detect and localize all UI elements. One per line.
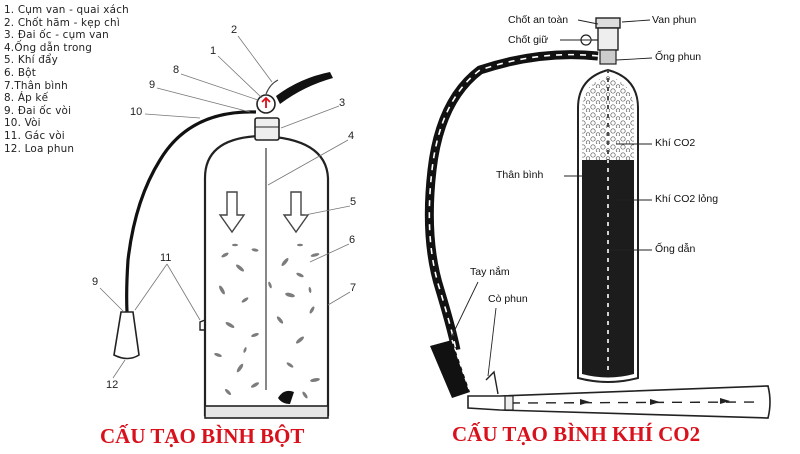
powder-extinguisher-drawing (99, 35, 351, 419)
legend-item: 10. Vòi (4, 117, 41, 130)
callout-number: 9 (92, 276, 99, 288)
label-spray-valve: Van phun (652, 14, 697, 26)
label-retaining-pin: Chốt giữ (508, 34, 549, 46)
label-co2-gas: Khí CO2 (655, 137, 696, 149)
legend-item: 3. Đai ốc - cụm van (4, 29, 109, 42)
callout-number: 5 (350, 196, 357, 208)
legend-item: 9. Đai ốc vòi (4, 104, 72, 117)
co2-extinguisher-drawing (424, 17, 771, 419)
legend-item: 8. Áp kế (4, 92, 49, 105)
callout-number: 8 (173, 64, 180, 76)
label-safety-pin: Chốt an toàn (508, 14, 569, 26)
callout-number: 4 (348, 130, 355, 142)
legend-item: 11. Gác vòi (4, 129, 65, 142)
co2-title: CẤU TẠO BÌNH KHÍ CO2 (452, 422, 701, 446)
callout-number: 7 (350, 282, 357, 294)
callout-number: 9 (149, 79, 156, 91)
legend-item: 7.Thân bình (4, 79, 68, 92)
legend-item: 12. Loa phun (4, 142, 75, 155)
legend-item: 6. Bột (4, 66, 36, 79)
label-liquid-co2: Khí CO2 lỏng (655, 193, 719, 205)
callout-number: 1 (210, 45, 217, 57)
label-handle: Tay nắm (470, 266, 510, 278)
legend-item: 5. Khí đẩy (4, 54, 58, 67)
label-siphon-tube: Ống dẫn (655, 243, 696, 255)
label-spray-tube: Ống phun (655, 51, 702, 63)
callout-number: 12 (106, 379, 119, 391)
legend-item: 4.Ống dẫn trong (4, 41, 93, 54)
callout-number: 11 (160, 252, 172, 264)
callout-number: 6 (349, 234, 356, 246)
label-cylinder-body: Thân bình (496, 169, 544, 181)
powder-title: CẤU TẠO BÌNH BỘT (100, 424, 305, 448)
callout-number: 2 (231, 24, 238, 36)
label-nozzle-grip: Cò phun (488, 293, 528, 305)
powder-legend: 1. Cụm van - quai xách 2. Chốt hãm - kẹp… (4, 4, 129, 155)
callout-number: 10 (130, 106, 143, 118)
legend-item: 1. Cụm van - quai xách (4, 4, 129, 16)
callout-number: 3 (339, 97, 346, 109)
legend-item: 2. Chốt hãm - kẹp chì (4, 16, 120, 29)
